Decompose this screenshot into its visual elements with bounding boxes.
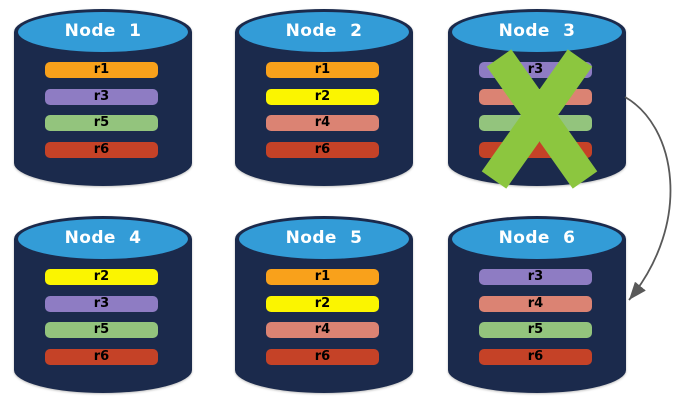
node-6: Node 6 r3 r4 r5 r6 <box>448 216 626 394</box>
node-title: Node 3 <box>498 21 576 41</box>
node-title: Node 1 <box>64 21 142 41</box>
node-title: Node 5 <box>285 228 363 248</box>
replica-bar: r5 <box>45 115 158 131</box>
replica-bar: r6 <box>479 349 592 365</box>
replica-bar: r4 <box>266 322 379 338</box>
cylinder-top <box>18 219 188 259</box>
cylinder-top <box>452 219 622 259</box>
replica-bar: r2 <box>266 296 379 312</box>
node-2: Node 2 r1 r2 r4 r6 <box>235 9 413 187</box>
replica-bar: r6 <box>266 142 379 158</box>
replica-bar: r2 <box>266 89 379 105</box>
replica-bar: r1 <box>266 269 379 285</box>
replica-bar: r5 <box>45 322 158 338</box>
replica-bar: r5 <box>479 322 592 338</box>
replica-bar <box>479 115 592 131</box>
replica-bar: r1 <box>266 62 379 78</box>
cylinder-top <box>239 219 409 259</box>
replica-bar: r3 <box>479 269 592 285</box>
node-3: Node 3 r3 <box>448 9 626 187</box>
node-5: Node 5 r1 r2 r4 r6 <box>235 216 413 394</box>
replica-bar: r6 <box>266 349 379 365</box>
replica-bar: r4 <box>266 115 379 131</box>
node-title: Node 4 <box>64 228 142 248</box>
replica-bar: r3 <box>45 89 158 105</box>
replica-bar: r6 <box>45 349 158 365</box>
replica-bar <box>479 89 592 105</box>
replica-bar: r6 <box>45 142 158 158</box>
node-1: Node 1 r1 r3 r5 r6 <box>14 9 192 187</box>
cylinder-top <box>18 12 188 52</box>
node-4: Node 4 r2 r3 r5 r6 <box>14 216 192 394</box>
replica-bar: r3 <box>479 62 592 78</box>
replica-bar: r4 <box>479 296 592 312</box>
cylinder-top <box>239 12 409 52</box>
cylinder-top <box>452 12 622 52</box>
replica-bar: r2 <box>45 269 158 285</box>
failover-arrow <box>624 96 672 301</box>
replica-bar: r3 <box>45 296 158 312</box>
replica-bar: r1 <box>45 62 158 78</box>
node-title: Node 2 <box>285 21 363 41</box>
replica-bar <box>479 142 592 158</box>
node-title: Node 6 <box>498 228 576 248</box>
